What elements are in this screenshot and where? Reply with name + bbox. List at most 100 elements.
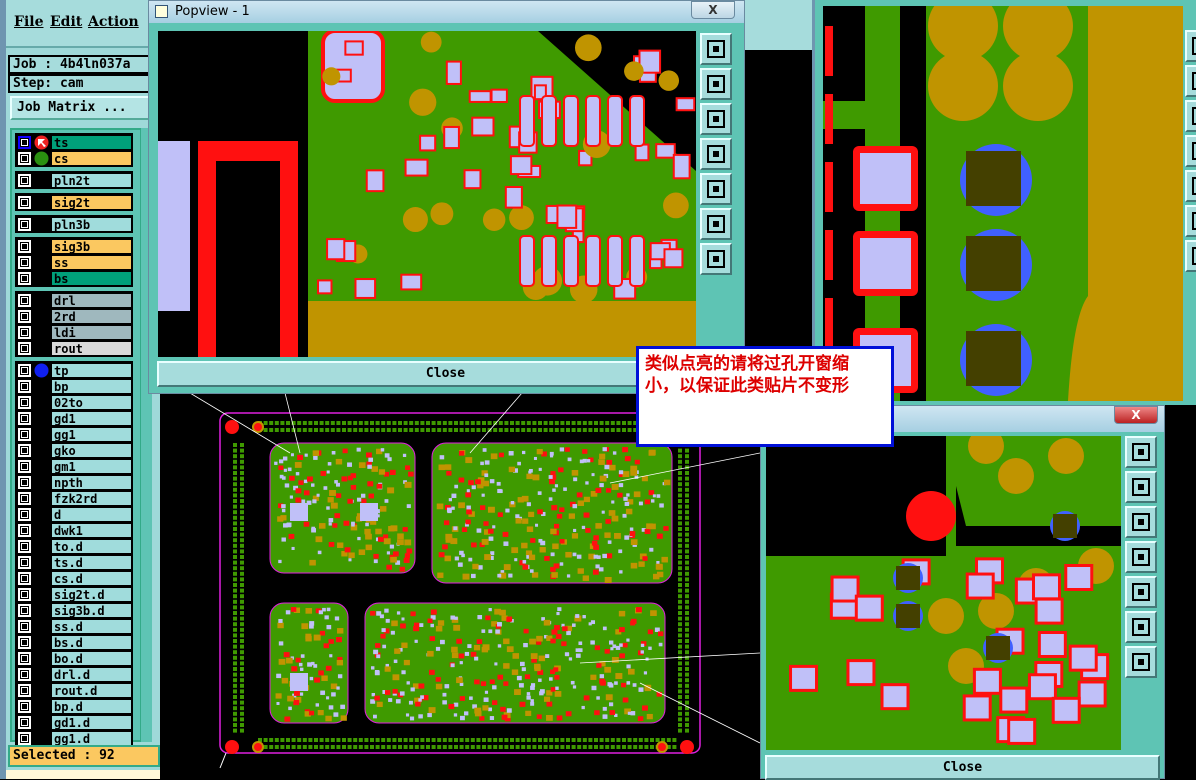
layer-checkbox[interactable] [18, 507, 31, 521]
layer-checkbox[interactable] [18, 427, 31, 441]
layer-checkbox[interactable] [18, 217, 31, 231]
layer-row[interactable]: drl.d [16, 666, 132, 682]
zoom-out-button[interactable] [1125, 611, 1157, 643]
pan-down-button[interactable] [1125, 506, 1157, 538]
layer-row[interactable]: bo.d [16, 650, 132, 666]
layer-row[interactable]: d [16, 506, 132, 522]
layer-checkbox[interactable] [18, 341, 31, 355]
layer-row[interactable]: fzk2rd [16, 490, 132, 506]
layer-row[interactable]: cs.d [16, 570, 132, 586]
layer-checkbox[interactable] [18, 683, 31, 697]
layer-row[interactable]: gm1 [16, 458, 132, 474]
layer-checkbox[interactable] [18, 539, 31, 553]
layer-checkbox[interactable] [18, 239, 31, 253]
layer-checkbox[interactable] [18, 443, 31, 457]
layer-checkbox[interactable] [18, 571, 31, 585]
layer-checkbox[interactable] [18, 699, 31, 713]
layer-row[interactable]: gko [16, 442, 132, 458]
zoom-in-button[interactable] [700, 243, 732, 275]
zoom-home-button[interactable] [700, 33, 732, 65]
layer-checkbox[interactable] [18, 173, 31, 187]
layer-row[interactable]: sig3b.d [16, 602, 132, 618]
main-graphics-canvas[interactable] [160, 393, 760, 779]
layer-row[interactable]: 02to [16, 394, 132, 410]
pan-down-button[interactable] [1185, 100, 1196, 132]
job-matrix-button[interactable]: Job Matrix ... [10, 96, 160, 120]
layer-checkbox[interactable] [18, 603, 31, 617]
layer-row[interactable]: gd1.d [16, 714, 132, 730]
layer-row[interactable]: dwk1 [16, 522, 132, 538]
popview-2-close-button[interactable]: Close [765, 755, 1160, 780]
layer-checkbox[interactable] [18, 309, 31, 323]
layer-row[interactable]: rout [16, 340, 132, 356]
layer-checkbox[interactable] [18, 195, 31, 209]
layer-row[interactable]: pln2t [16, 172, 132, 188]
layer-checkbox[interactable] [18, 293, 31, 307]
popview-2-close-x[interactable]: X [1114, 406, 1158, 424]
layer-row[interactable]: sig3b [16, 238, 132, 254]
pan-up-button[interactable] [1125, 471, 1157, 503]
layer-checkbox[interactable] [18, 363, 31, 377]
layer-row[interactable]: bp.d [16, 698, 132, 714]
pan-right-button[interactable] [1185, 170, 1196, 202]
layer-checkbox[interactable] [18, 411, 31, 425]
layer-checkbox[interactable] [18, 271, 31, 285]
layer-checkbox[interactable] [18, 255, 31, 269]
zoom-in-button[interactable] [1185, 240, 1196, 272]
layer-checkbox[interactable] [18, 379, 31, 393]
pan-down-button[interactable] [700, 103, 732, 135]
pan-up-button[interactable] [700, 68, 732, 100]
layer-row[interactable]: ss [16, 254, 132, 270]
pan-left-button[interactable] [700, 138, 732, 170]
layer-checkbox[interactable] [18, 651, 31, 665]
layer-row[interactable]: npth [16, 474, 132, 490]
popview-2-canvas[interactable] [766, 436, 1121, 750]
layer-checkbox[interactable] [18, 619, 31, 633]
layer-row[interactable]: sig2t.d [16, 586, 132, 602]
layer-row[interactable]: drl [16, 292, 132, 308]
layer-checkbox[interactable] [18, 151, 31, 165]
pan-up-button[interactable] [1185, 65, 1196, 97]
pan-right-button[interactable] [1125, 576, 1157, 608]
layer-row[interactable]: gd1 [16, 410, 132, 426]
layer-checkbox[interactable] [18, 555, 31, 569]
layer-row[interactable]: sig2t [16, 194, 132, 210]
pan-left-button[interactable] [1125, 541, 1157, 573]
layer-checkbox[interactable] [18, 475, 31, 489]
pan-right-button[interactable] [700, 173, 732, 205]
layer-checkbox[interactable] [18, 715, 31, 729]
popview-1-canvas[interactable] [158, 31, 696, 357]
layer-row[interactable]: ldi [16, 324, 132, 340]
layer-row[interactable]: ts [16, 134, 132, 150]
zoom-in-button[interactable] [1125, 646, 1157, 678]
layer-row[interactable]: bs.d [16, 634, 132, 650]
menu-file[interactable]: File [14, 14, 44, 30]
layer-checkbox[interactable] [18, 459, 31, 473]
menu-action[interactable]: Action [88, 14, 139, 30]
popview-1-titlebar[interactable]: Popview - 1 X [149, 1, 744, 23]
layer-row[interactable]: gg1.d [16, 730, 132, 746]
layer-row[interactable]: pln3b [16, 216, 132, 232]
layer-checkbox[interactable] [18, 395, 31, 409]
layer-checkbox[interactable] [18, 635, 31, 649]
layer-checkbox[interactable] [18, 731, 31, 745]
layer-checkbox[interactable] [18, 135, 31, 149]
layer-row[interactable]: rout.d [16, 682, 132, 698]
layer-checkbox[interactable] [18, 587, 31, 601]
layer-row[interactable]: ts.d [16, 554, 132, 570]
layer-row[interactable]: to.d [16, 538, 132, 554]
layer-checkbox[interactable] [18, 325, 31, 339]
zoom-out-button[interactable] [700, 208, 732, 240]
layer-row[interactable]: 2rd [16, 308, 132, 324]
zoom-home-button[interactable] [1125, 436, 1157, 468]
layer-checkbox[interactable] [18, 523, 31, 537]
layer-row[interactable]: ss.d [16, 618, 132, 634]
layer-checkbox[interactable] [18, 667, 31, 681]
zoom-home-button[interactable] [1185, 30, 1196, 62]
zoom-out-button[interactable] [1185, 205, 1196, 237]
menu-edit[interactable]: Edit [50, 14, 83, 30]
layer-row[interactable]: tp [16, 362, 132, 378]
popview-1-close-x[interactable]: X [691, 1, 735, 19]
layer-row[interactable]: bp [16, 378, 132, 394]
layer-row[interactable]: cs [16, 150, 132, 166]
